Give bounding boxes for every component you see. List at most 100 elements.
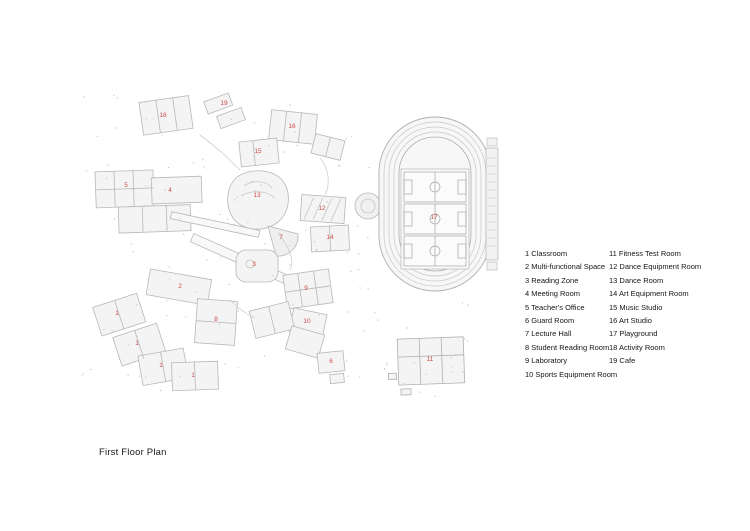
- landscape-dot: [357, 225, 359, 227]
- landscape-dot: [85, 170, 88, 172]
- landscape-dot: [338, 165, 340, 167]
- landscape-dot: [82, 372, 84, 375]
- building-dance-equipment: [299, 194, 347, 224]
- landscape-dot: [219, 323, 221, 326]
- legend-item: 2 Multi-functional Space: [525, 262, 606, 272]
- landscape-dot: [359, 376, 361, 378]
- basketball-court: [403, 235, 467, 267]
- landscape-dot: [152, 118, 154, 120]
- landscape-dot: [127, 344, 130, 346]
- legend-item: 18 Activity Room: [609, 342, 665, 352]
- landscape-dot: [403, 382, 406, 385]
- landscape-dot: [345, 138, 347, 140]
- landscape-dot: [466, 340, 469, 342]
- landscape-dot: [386, 362, 388, 364]
- landscape-dot: [345, 360, 347, 362]
- landscape-dot: [462, 371, 464, 373]
- landscape-dot: [224, 363, 226, 365]
- legend-column-2: 11 Fitness Test Room 12 Dance Equipment R…: [609, 247, 705, 381]
- landscape-dot: [326, 201, 328, 203]
- landscape-dot: [145, 118, 147, 120]
- grandstand: [485, 137, 499, 271]
- legend-item: 16 Art Studio: [609, 316, 652, 326]
- landscape-dot: [346, 251, 348, 254]
- landscape-dot: [105, 177, 108, 180]
- landscape-dot: [220, 256, 222, 258]
- landscape-dot: [166, 314, 168, 317]
- paths: [199, 134, 329, 319]
- landscape-dot: [206, 259, 208, 261]
- landscape-dot: [112, 330, 115, 332]
- landscape-dot: [159, 389, 162, 392]
- landscape-dot: [237, 367, 239, 369]
- landscape-dot: [164, 189, 166, 191]
- landscape-dot: [130, 243, 133, 245]
- landscape-dot: [83, 96, 85, 98]
- landscape-dot: [226, 218, 229, 220]
- legend-item: 12 Dance Equipment Room: [609, 262, 702, 272]
- corridor-upper: [169, 211, 261, 238]
- landscape-dot: [183, 233, 185, 235]
- building-fitness-test: [387, 336, 466, 396]
- legend-item: 8 Student Reading Room: [525, 342, 610, 352]
- landscape-dot: [406, 327, 408, 329]
- landscape-dot: [289, 104, 291, 106]
- landscape-dot: [451, 371, 453, 373]
- landscape-dot: [202, 166, 205, 168]
- legend-item: 4 Meeting Room: [525, 289, 581, 299]
- buildings-bottom-center: [248, 301, 346, 385]
- landscape-dot: [145, 185, 147, 187]
- landscape-dot: [145, 376, 147, 378]
- legend-item: 6 Guard Room: [525, 316, 575, 326]
- landscape-dot: [247, 221, 249, 223]
- landscape-dot: [132, 250, 134, 253]
- landscape-dot: [185, 316, 187, 318]
- legend-item: 17 Playground: [609, 329, 658, 339]
- landscape-dot: [346, 311, 349, 313]
- building-dome: [354, 192, 382, 220]
- landscape-dot: [334, 382, 336, 385]
- landscape-dot: [179, 217, 181, 220]
- landscape-dot: [272, 275, 274, 277]
- landscape-dot: [233, 223, 235, 225]
- building-art-equipment: [309, 224, 351, 253]
- landscape-dot: [467, 304, 469, 306]
- landscape-dot: [106, 164, 109, 166]
- landscape-dot: [351, 135, 353, 137]
- landscape-dot: [236, 196, 239, 198]
- building-music-studio: [238, 137, 280, 168]
- building-small-right: [310, 133, 346, 161]
- landscape-dot: [282, 151, 285, 153]
- landscape-dot: [413, 362, 415, 364]
- legend-item: 11 Fitness Test Room: [609, 249, 681, 258]
- landscape-dot: [461, 302, 464, 304]
- landscape-dot: [257, 153, 259, 155]
- landscape-dot: [383, 368, 386, 370]
- landscape-dot: [358, 253, 360, 255]
- building-top-left: [138, 95, 194, 136]
- landscape-dot: [168, 266, 170, 268]
- building-dance-room: [227, 170, 289, 230]
- landscape-dot: [318, 314, 320, 316]
- landscape-dot: [114, 127, 117, 129]
- basketball-court: [403, 171, 467, 203]
- legend-item: 9 Laboratory: [525, 356, 568, 366]
- landscape-dot: [103, 329, 105, 331]
- landscape-dot: [292, 304, 294, 306]
- landscape-dot: [367, 237, 369, 239]
- landscape-dot: [113, 94, 115, 97]
- landscape-dot: [250, 180, 253, 183]
- landscape-dot: [434, 395, 436, 398]
- landscape-dot: [136, 304, 138, 306]
- landscape-dot: [228, 283, 230, 286]
- legend-item: 19 Cafe: [609, 356, 636, 366]
- landscape-dot: [313, 240, 316, 243]
- landscape-dot: [350, 270, 352, 272]
- legend-item: 13 Dance Room: [609, 275, 664, 285]
- landscape-dot: [386, 364, 388, 366]
- legend-item: 7 Lecture Hall: [525, 329, 572, 339]
- landscape-dot: [317, 301, 319, 303]
- landscape-dot: [451, 365, 453, 368]
